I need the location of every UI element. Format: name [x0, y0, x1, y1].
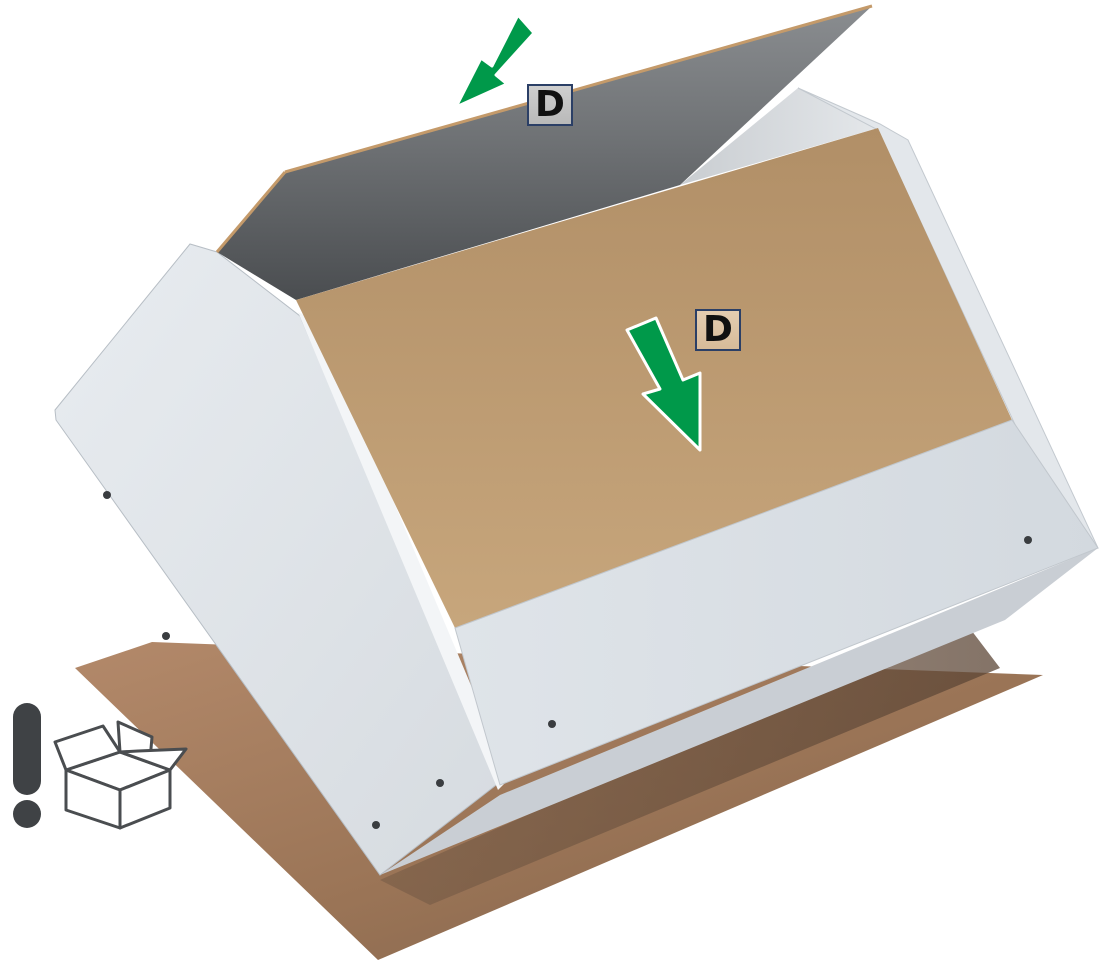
screw-hole — [1024, 536, 1032, 544]
screw-hole — [548, 720, 556, 728]
arrow-icon — [454, 13, 536, 109]
part-label-top-panel: D — [527, 84, 573, 126]
top-panel-d — [217, 6, 872, 300]
left-panel-edge — [298, 312, 510, 790]
cabinet-shadow — [380, 622, 1000, 905]
front-rail-screw-holes — [548, 536, 1032, 728]
top-panel-edge — [284, 4, 873, 174]
exclamation-icon — [13, 703, 41, 828]
screw-hole — [103, 491, 111, 499]
screw-hole — [162, 632, 170, 640]
left-panel-screw-holes — [103, 491, 444, 829]
open-box-icon — [53, 720, 188, 830]
part-label-back-panel: D — [695, 309, 741, 351]
cabinet-underside — [380, 548, 1098, 875]
screw-hole — [436, 779, 444, 787]
front-rail — [454, 419, 1099, 786]
top-panel-left-edge — [215, 171, 287, 253]
screw-hole — [372, 821, 380, 829]
arrow-icon — [625, 316, 702, 452]
